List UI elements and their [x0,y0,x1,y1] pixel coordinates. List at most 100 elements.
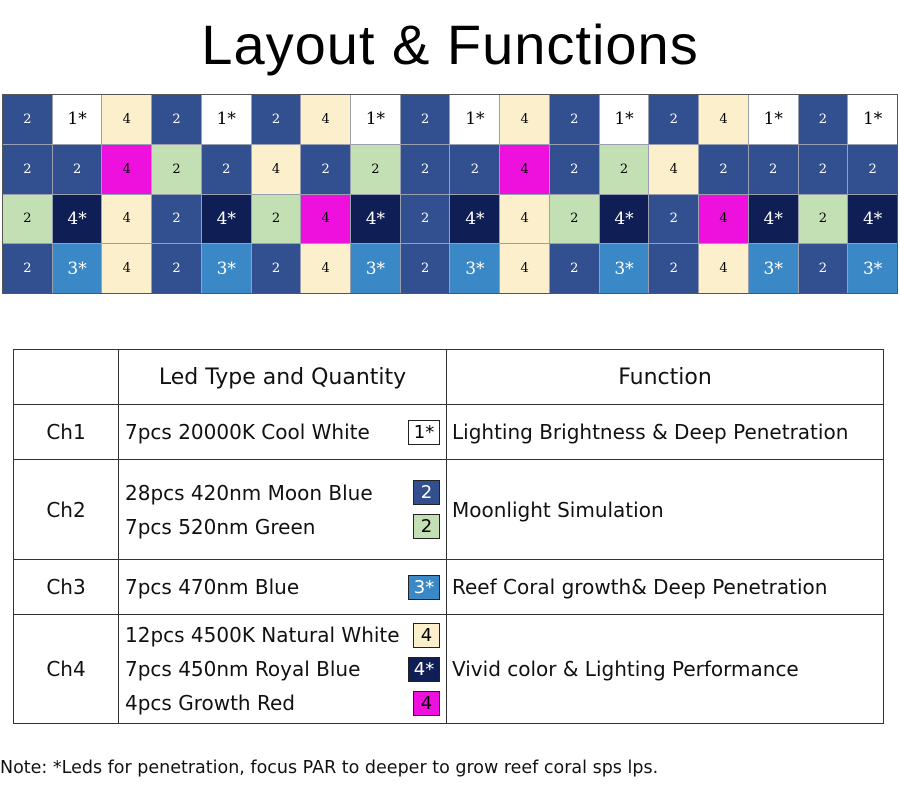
led-item: 7pcs 20000K Cool White 1* [125,415,440,449]
led-cell-cool-white: 1* [599,95,649,144]
led-cell-royal-blue: 4* [848,194,897,244]
led-cell-natural-white: 4 [500,194,549,244]
led-item: 7pcs 470nm Blue 3* [125,570,440,604]
led-cell-royal-blue: 4* [351,194,400,244]
led-cell-natural-white: 4 [251,144,301,194]
function-text: Vivid color & Lighting Performance [446,614,884,724]
led-swatch-green: 2 [413,514,440,539]
led-text: 7pcs 520nm Green [125,514,316,539]
led-swatch-blue: 3* [408,574,440,600]
led-cell-moon-blue: 2 [400,244,450,293]
led-cell-moon-blue: 2 [52,144,102,194]
led-swatch-moon-blue: 2 [413,480,440,505]
led-cell-natural-white: 4 [649,144,699,194]
function-text: Lighting Brightness & Deep Penetration [446,404,884,460]
led-cell-moon-blue: 2 [152,244,201,293]
table-row-ch4: Ch4 12pcs 4500K Natural White 4 7pcs 450… [13,614,884,724]
led-cell-cool-white: 1* [848,95,897,144]
function-text: Moonlight Simulation [446,459,884,560]
led-text: 28pcs 420nm Moon Blue [125,480,373,505]
led-cell-growth-red: 4 [500,144,549,194]
led-cell-blue: 3* [351,244,400,293]
led-cell-blue: 3* [52,244,102,293]
led-cell-natural-white: 4 [102,194,152,244]
led-swatch-growth-red: 4 [413,690,440,716]
led-cell-blue: 3* [201,244,251,293]
led-cell-growth-red: 4 [102,144,152,194]
led-item: 28pcs 420nm Moon Blue 2 [125,476,440,510]
header-led-type: Led Type and Quantity [118,349,447,405]
led-cell-moon-blue: 2 [649,95,699,144]
led-cell-natural-white: 4 [301,244,351,293]
table-row-ch1: Ch1 7pcs 20000K Cool White 1* Lighting B… [13,404,884,460]
led-item: 7pcs 450nm Royal Blue 4* [125,652,440,686]
led-cell-moon-blue: 2 [3,95,52,144]
led-cell-moon-blue: 2 [400,194,450,244]
led-cell-cool-white: 1* [52,95,102,144]
channel-label: Ch1 [13,404,119,460]
led-cell-cool-white: 1* [201,95,251,144]
led-text: 7pcs 470nm Blue [125,575,300,599]
led-cell-natural-white: 4 [301,95,351,144]
led-cell-green: 2 [599,144,649,194]
table-header-row: Led Type and Quantity Function [13,349,884,405]
led-cell-blue: 3* [450,244,500,293]
led-cell-natural-white: 4 [699,244,748,293]
led-cell-cool-white: 1* [351,95,400,144]
led-item: 12pcs 4500K Natural White 4 [125,618,440,652]
led-cell-moon-blue: 2 [400,144,450,194]
led-text: 4pcs Growth Red [125,691,295,715]
led-cell-natural-white: 4 [699,95,748,144]
led-channel-table: Led Type and Quantity Function Ch1 7pcs … [13,349,884,724]
table-row-ch3: Ch3 7pcs 470nm Blue 3* Reef Coral growth… [13,559,884,615]
led-cell-natural-white: 4 [500,95,549,144]
led-cell-moon-blue: 2 [699,144,748,194]
led-cell-royal-blue: 4* [599,194,649,244]
led-cell-natural-white: 4 [500,244,549,293]
led-list: 7pcs 20000K Cool White 1* [118,404,447,460]
led-list: 7pcs 470nm Blue 3* [118,559,447,615]
channel-label: Ch3 [13,559,119,615]
led-cell-natural-white: 4 [102,244,152,293]
led-cell-moon-blue: 2 [798,95,848,144]
led-cell-moon-blue: 2 [848,144,897,194]
led-cell-moon-blue: 2 [3,144,52,194]
page-title: Layout & Functions [201,13,699,76]
led-cell-green: 2 [798,194,848,244]
channel-label: Ch4 [13,614,119,724]
led-item: 4pcs Growth Red 4 [125,686,440,720]
led-cell-growth-red: 4 [699,194,748,244]
led-swatch-cool-white: 1* [408,419,440,445]
led-cell-moon-blue: 2 [251,244,301,293]
channel-label: Ch2 [13,459,119,560]
led-text: 12pcs 4500K Natural White [125,623,400,647]
led-text: 7pcs 450nm Royal Blue [125,657,361,681]
footnote: Note: *Leds for penetration, focus PAR t… [0,758,659,778]
led-cell-moon-blue: 2 [152,95,201,144]
led-cell-moon-blue: 2 [201,144,251,194]
led-cell-moon-blue: 2 [251,95,301,144]
led-item: 7pcs 520nm Green 2 [125,510,440,544]
led-cell-moon-blue: 2 [798,244,848,293]
led-cell-blue: 3* [599,244,649,293]
led-cell-green: 2 [549,194,599,244]
led-cell-cool-white: 1* [748,95,798,144]
led-cell-moon-blue: 2 [549,95,599,144]
led-cell-green: 2 [3,194,52,244]
led-swatch-natural-white: 4 [413,622,440,648]
led-cell-green: 2 [152,144,201,194]
led-text: 7pcs 20000K Cool White [125,420,370,444]
led-cell-moon-blue: 2 [549,144,599,194]
led-cell-moon-blue: 2 [649,194,699,244]
led-cell-moon-blue: 2 [748,144,798,194]
led-cell-royal-blue: 4* [52,194,102,244]
led-cell-royal-blue: 4* [450,194,500,244]
led-cell-moon-blue: 2 [3,244,52,293]
function-text: Reef Coral growth& Deep Penetration [446,559,884,615]
led-cell-royal-blue: 4* [201,194,251,244]
led-cell-blue: 3* [848,244,897,293]
led-cell-cool-white: 1* [450,95,500,144]
led-cell-green: 2 [351,144,400,194]
header-channel [13,349,119,405]
